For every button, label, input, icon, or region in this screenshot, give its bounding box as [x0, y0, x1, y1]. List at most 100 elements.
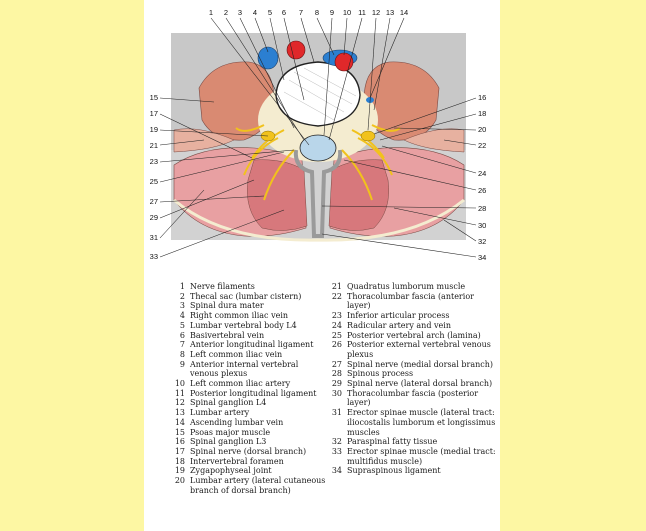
legend-entry-21: 21 Quadratus lumborum muscle [321, 282, 496, 292]
legend-number: 8 [179, 349, 185, 359]
legend-text: Left common iliac vein [190, 349, 283, 359]
number-label-13: 13 [386, 8, 394, 17]
number-label-11: 11 [358, 8, 366, 17]
number-label-34: 34 [478, 253, 486, 262]
number-label-4: 4 [253, 8, 257, 17]
legend-number: 1 [179, 282, 185, 291]
legend-text: Posterior external vertebral venous plex… [347, 340, 491, 359]
legend-number: 17 [174, 446, 185, 456]
legend-number: 5 [179, 320, 185, 330]
legend-number: 21 [331, 282, 342, 291]
legend-entry-5: 5 Lumbar vertebral body L4 [164, 321, 329, 331]
spinal-ganglion-right [360, 130, 376, 142]
legend-number: 2 [179, 291, 185, 301]
number-label-1: 1 [209, 8, 213, 17]
legend-text: Anterior internal vertebral venous plexu… [190, 359, 299, 379]
legend-number: 30 [331, 388, 342, 398]
legend-entry-22: 22 Thoracolumbar fascia (anterior layer) [321, 292, 496, 311]
number-label-8: 8 [315, 8, 319, 17]
legend-number: 28 [331, 369, 342, 379]
legend-text: Paraspinal fatty tissue [347, 437, 438, 447]
number-label-25: 25 [150, 177, 158, 186]
legend-text: Erector spinae muscle (medial tract: mul… [347, 446, 496, 466]
legend-number: 24 [331, 320, 342, 330]
right-common-iliac-vein [257, 46, 279, 70]
legend-text: Thoracolumbar fascia (anterior layer) [347, 291, 474, 311]
legend-number: 25 [331, 330, 342, 340]
legend-number: 11 [174, 388, 185, 398]
legend-entry-1: 1 Nerve filaments [164, 282, 329, 292]
legend-text: Intervertebral foramen [190, 456, 284, 466]
legend-number: 23 [331, 311, 342, 321]
legend-text: Inferior articular process [347, 311, 450, 321]
legend-text: Right common iliac vein [190, 311, 289, 321]
legend-text: Quadratus lumborum muscle [347, 282, 466, 291]
legend-text: Lumbar vertebral body L4 [190, 320, 297, 330]
legend-text: Spinal ganglion L3 [190, 437, 267, 447]
number-label-9: 9 [330, 8, 334, 17]
leader-lines [159, 17, 477, 258]
legend-entry-3: 3 Spinal dura mater [164, 301, 329, 311]
legend-text: Supraspinous ligament [347, 466, 441, 476]
legend-text: Thecal sac (lumbar cistern) [190, 291, 302, 301]
legend-text: Spinal nerve (lateral dorsal branch) [347, 379, 493, 389]
number-label-32: 32 [478, 237, 486, 246]
vertebral-body-l4 [275, 61, 361, 127]
legend-text: Nerve filaments [190, 282, 255, 291]
legend-text: Spinal dura mater [190, 301, 264, 311]
legend-text: Erector spinae muscle (lateral tract: il… [347, 408, 496, 437]
legend-number: 29 [331, 379, 342, 389]
legend-entry-29: 29 Spinal nerve (lateral dorsal branch) [321, 379, 496, 389]
legend-text: Psoas major muscle [190, 427, 271, 437]
legend-text: Spinous process [347, 369, 414, 379]
number-label-21: 21 [150, 141, 158, 150]
number-label-10: 10 [343, 8, 351, 17]
number-label-22: 22 [478, 141, 486, 150]
legend-number: 26 [331, 340, 342, 350]
number-label-33: 33 [150, 252, 158, 261]
legend-number: 6 [179, 330, 185, 340]
legend-text: Spinal ganglion L4 [190, 398, 267, 408]
legend-number: 18 [174, 456, 185, 466]
legend-number: 22 [331, 291, 342, 301]
legend-text: Radicular artery and vein [347, 320, 451, 330]
posterior-fascia [173, 198, 465, 242]
number-label-29: 29 [150, 213, 158, 222]
number-label-24: 24 [478, 169, 486, 178]
legend-entry-8: 8 Left common iliac vein [164, 350, 329, 360]
legend-entry-2: 2 Thecal sac (lumbar cistern) [164, 292, 329, 302]
legend-number: 27 [331, 359, 342, 369]
vertebral-body-hatching [283, 67, 357, 121]
number-label-27: 27 [150, 197, 158, 206]
number-label-18: 18 [478, 109, 486, 118]
vertebral-arch [293, 149, 343, 238]
legend-entry-17: 17 Spinal nerve (dorsal branch) [164, 447, 329, 457]
thecal-sac [299, 134, 337, 162]
legend-text: Spinal nerve (dorsal branch) [190, 446, 307, 456]
legend-entry-30: 30 Thoracolumbar fascia (posterior layer) [321, 389, 496, 408]
legend-text: Thoracolumbar fascia (posterior layer) [347, 388, 479, 408]
number-label-31: 31 [150, 233, 158, 242]
legend-number: 3 [179, 301, 185, 311]
number-label-23: 23 [150, 157, 158, 166]
legend-number: 7 [179, 340, 185, 350]
legend-number: 13 [174, 408, 185, 418]
